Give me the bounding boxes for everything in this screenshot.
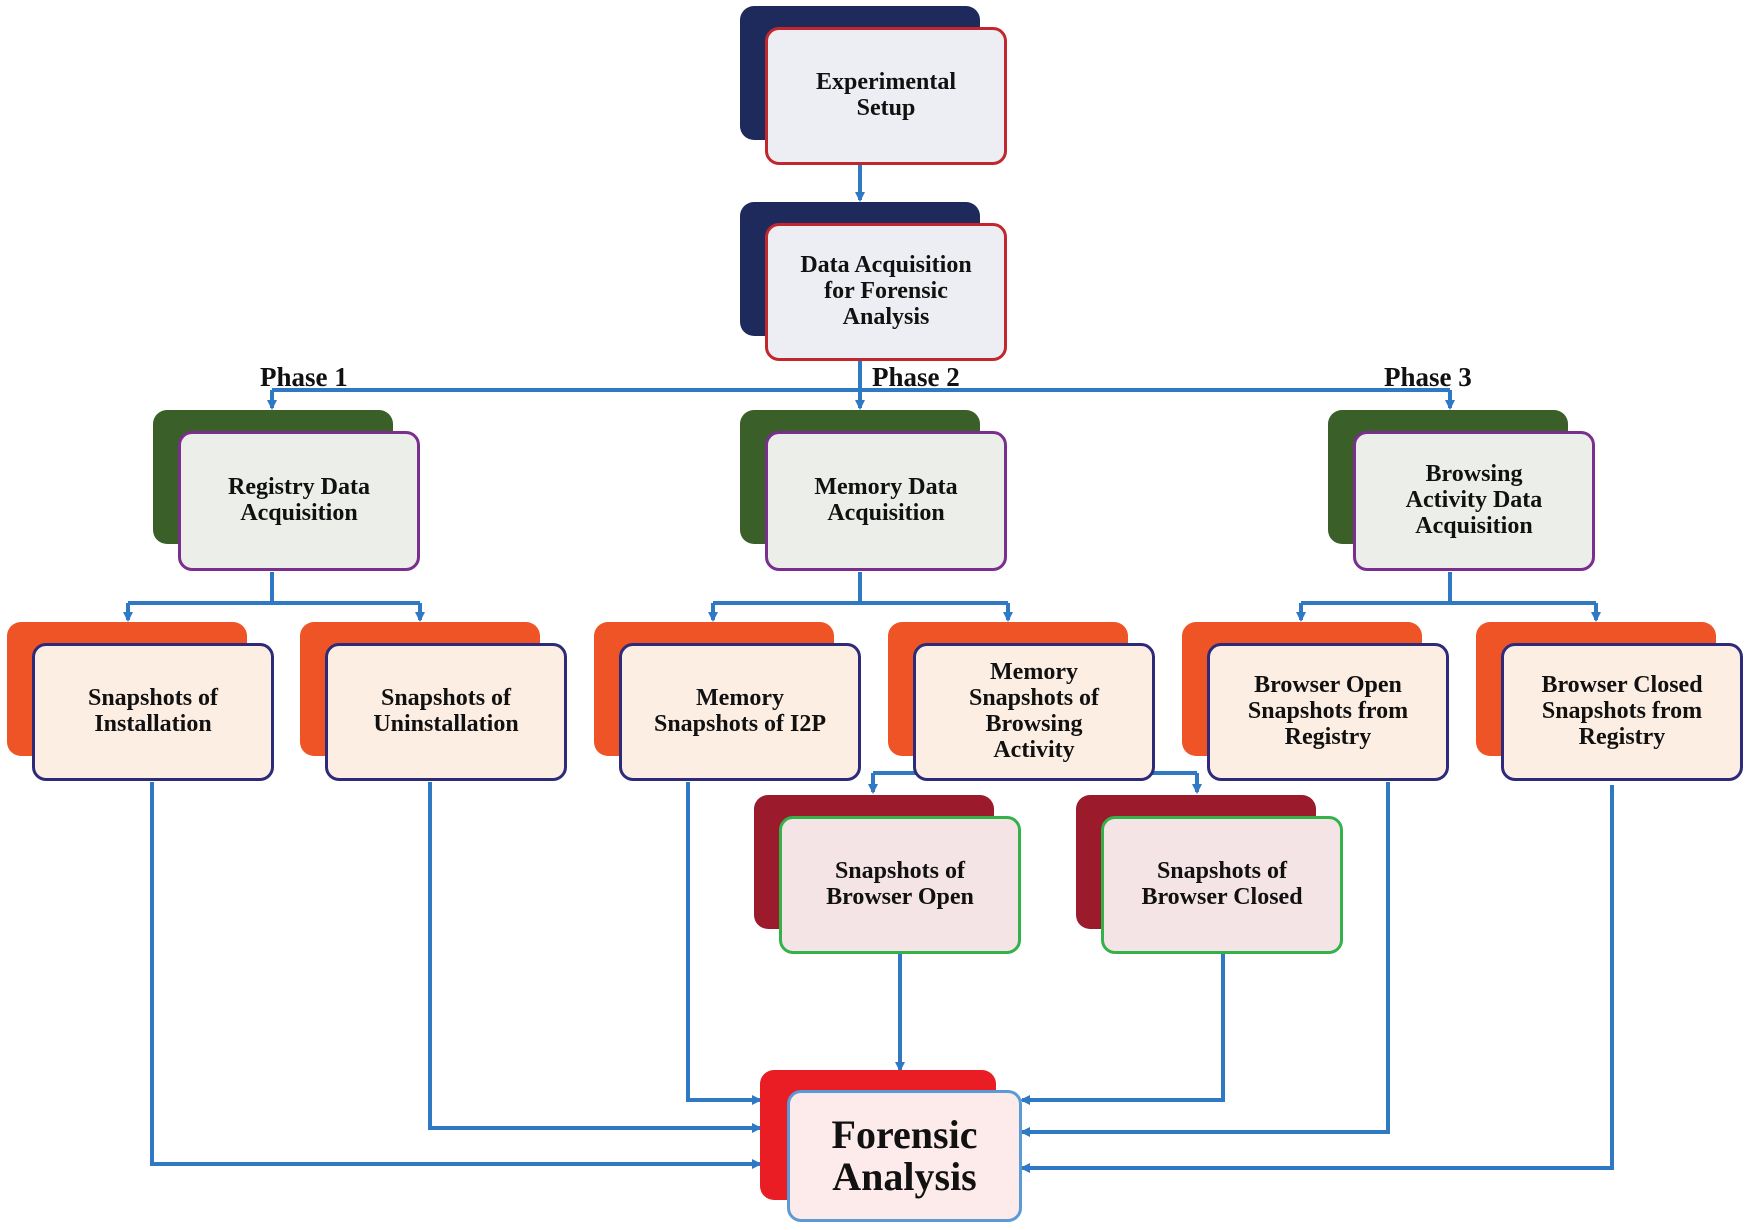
arrow-browser-open-registry-to-forensic (1020, 782, 1390, 1137)
browsing-acquisition-label: Browsing Activity Data Acquisition (1353, 431, 1595, 571)
browser-closed-label: Snapshots of Browser Closed (1101, 816, 1343, 954)
installation-label: Snapshots of Installation (32, 643, 274, 781)
arrow-uninstallation-to-forensic (428, 782, 762, 1133)
registry-acquisition-label: Registry Data Acquisition (178, 431, 420, 571)
memory-acquisition-label: Memory Data Acquisition (765, 431, 1007, 571)
memory-browsing-label: Memory Snapshots of Browsing Activity (913, 643, 1155, 781)
experimental-setup-label: Experimental Setup (765, 27, 1007, 165)
browser-open-label: Snapshots of Browser Open (779, 816, 1021, 954)
forensic-analysis-label: Forensic Analysis (787, 1090, 1022, 1222)
phase-1-label: Phase 1 (260, 362, 348, 392)
uninstallation-label: Snapshots of Uninstallation (325, 643, 567, 781)
browser-open-registry-label: Browser Open Snapshots from Registry (1207, 643, 1449, 781)
arrow-i2p-to-forensic (686, 782, 762, 1105)
memory-i2p-label: Memory Snapshots of I2P (619, 643, 861, 781)
phase-3-label: Phase 3 (1384, 362, 1472, 392)
data-acquisition-label: Data Acquisition for Forensic Analysis (765, 223, 1007, 361)
arrow-browser-closed-to-forensic (1020, 952, 1225, 1105)
arrow-installation-to-forensic (150, 782, 762, 1169)
phase-2-label: Phase 2 (872, 362, 960, 392)
arrow-browser-closed-registry-to-forensic (1020, 785, 1614, 1173)
browser-closed-registry-label: Browser Closed Snapshots from Registry (1501, 643, 1743, 781)
